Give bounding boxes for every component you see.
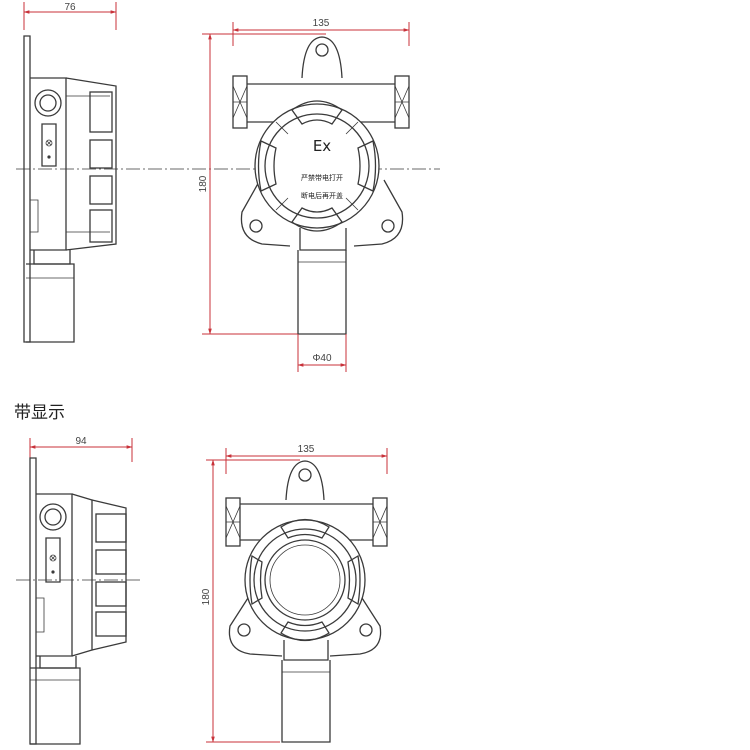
warning-line-2: 断电后再开盖 (301, 191, 343, 200)
bottom-front-width-label: 135 (298, 444, 315, 455)
display-housing (244, 519, 366, 641)
top-front-view: 135 180 Ex 严禁带电打开 断电后再开盖 Φ40 (198, 18, 410, 372)
warning-line-1: 严禁带电打开 (301, 173, 343, 182)
display-window (264, 539, 346, 621)
section-title: 带显示 (14, 403, 65, 423)
bottom-side-width-label: 94 (75, 436, 87, 447)
bottom-cable-gland-icon (39, 503, 67, 531)
sensor-diameter-label: Φ40 (312, 353, 332, 364)
top-side-width-label: 76 (64, 2, 76, 13)
cable-gland-icon (34, 89, 62, 117)
screw-icon (45, 139, 53, 147)
top-height-label: 180 (198, 175, 209, 192)
top-front-width-label: 135 (313, 18, 330, 29)
bottom-side-view: 94 (29, 436, 133, 745)
bottom-height-label: 180 (201, 588, 212, 605)
bottom-front-view: 135 180 (201, 444, 388, 743)
ex-mark: Ex (313, 137, 331, 155)
mounting-hole-icon (315, 43, 329, 57)
top-side-view: 76 (23, 2, 117, 343)
bottom-mounting-hole-icon (298, 468, 312, 482)
